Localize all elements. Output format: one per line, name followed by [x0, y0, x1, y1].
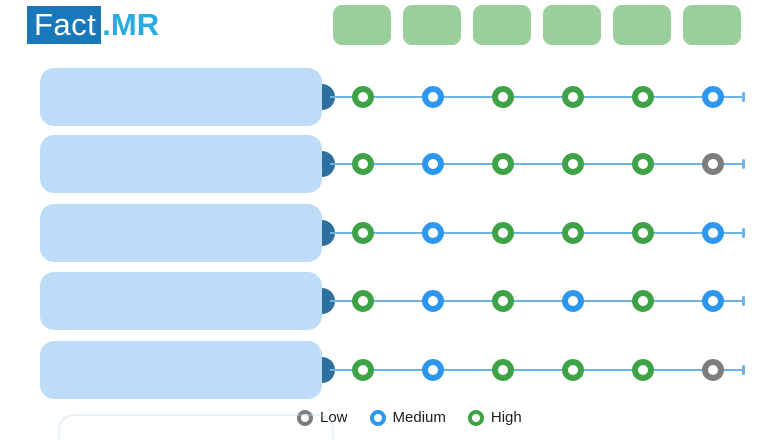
rating-dot-icon [492, 86, 514, 108]
rating-dot-icon [702, 222, 724, 244]
rating-dot-icon [352, 86, 374, 108]
rating-dot-icon [422, 153, 444, 175]
legend-label: Medium [392, 409, 446, 426]
legend-item: Medium [369, 409, 446, 426]
rating-dot-icon [492, 359, 514, 381]
rating-dot-icon [562, 153, 584, 175]
rating-dot-icon [422, 290, 444, 312]
legend-item: High [467, 409, 522, 426]
rating-dot-icon [632, 86, 654, 108]
column-header-box [403, 5, 461, 45]
column-header-box [333, 5, 391, 45]
row-timeline [330, 86, 745, 108]
rating-dot-icon [422, 359, 444, 381]
column-header-box [473, 5, 531, 45]
rating-dot-icon [352, 222, 374, 244]
row-label-box [40, 135, 322, 193]
row-connector-semicircle [322, 84, 335, 110]
rating-dot-icon [352, 359, 374, 381]
row-label-box [40, 68, 322, 126]
row-label-box [40, 341, 322, 399]
rating-dot-icon [562, 359, 584, 381]
rating-dot-icon [492, 290, 514, 312]
legend-label: High [490, 409, 522, 426]
rating-dot-icon [492, 153, 514, 175]
rating-dot-icon [632, 153, 654, 175]
rating-dot-icon [702, 290, 724, 312]
line-end-tick [742, 365, 745, 375]
row-connector-semicircle [322, 288, 335, 314]
rating-dot-icon [422, 222, 444, 244]
line-end-tick [742, 92, 745, 102]
rating-dot-icon [702, 359, 724, 381]
rating-dot-icon [702, 86, 724, 108]
line-end-tick [742, 296, 745, 306]
line-end-tick [742, 228, 745, 238]
legend-dot-icon [369, 409, 386, 426]
row-connector-semicircle [322, 220, 335, 246]
column-header-box [683, 5, 741, 45]
logo-fact-text: Fact [27, 6, 102, 44]
fact-mr-logo: Fact .MR [27, 6, 159, 44]
row-connector-semicircle [322, 151, 335, 177]
rating-dot-icon [562, 86, 584, 108]
logo-mr-text: .MR [102, 7, 160, 42]
row-connector-semicircle [322, 357, 335, 383]
rating-dot-icon [352, 153, 374, 175]
cropped-box-artifact [58, 414, 334, 440]
rating-dot-icon [632, 222, 654, 244]
row-timeline [330, 290, 745, 312]
column-header-box [543, 5, 601, 45]
rating-dot-icon [702, 153, 724, 175]
rating-dot-icon [632, 359, 654, 381]
legend-dot-icon [297, 409, 313, 426]
rating-dot-icon [492, 222, 514, 244]
rating-dot-icon [562, 290, 584, 312]
row-label-box [40, 272, 322, 330]
row-timeline [330, 153, 745, 175]
rating-dot-icon [562, 222, 584, 244]
column-header-box [613, 5, 671, 45]
rating-dot-icon [352, 290, 374, 312]
legend-dot-icon [467, 409, 484, 426]
rating-dot-icon [632, 290, 654, 312]
row-label-box [40, 204, 322, 262]
row-timeline [330, 359, 745, 381]
row-timeline [330, 222, 745, 244]
rating-dot-icon [422, 86, 444, 108]
line-end-tick [742, 159, 745, 169]
